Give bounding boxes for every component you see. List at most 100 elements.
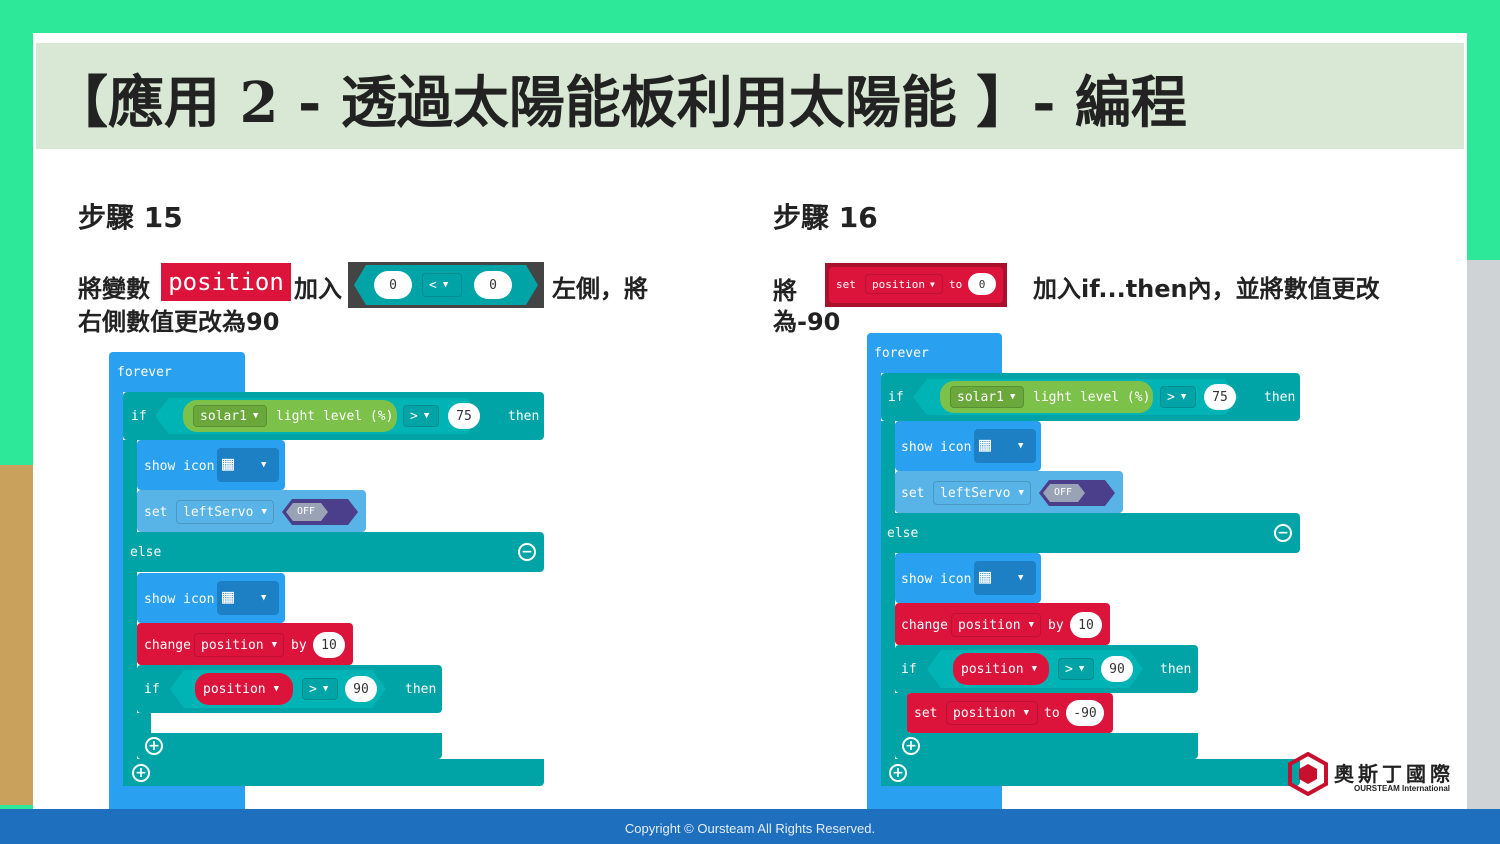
solar-dropdown[interactable]: solar1▼ bbox=[950, 386, 1024, 408]
cube-logo-icon bbox=[1288, 751, 1328, 797]
step15-text-1: 將變數 bbox=[78, 275, 150, 303]
change-label: change bbox=[901, 618, 948, 633]
chevron-down-icon: ▼ bbox=[261, 593, 267, 603]
then-label: then bbox=[1160, 662, 1192, 677]
step15-text-line2: 右側數值更改為90 bbox=[78, 308, 280, 336]
else-label: else bbox=[887, 526, 919, 541]
set-label: set bbox=[914, 706, 938, 721]
value-10[interactable]: 10 bbox=[313, 632, 345, 658]
position-dropdown[interactable]: position▼ bbox=[946, 701, 1038, 725]
icon-picker-heart[interactable] bbox=[974, 429, 1036, 463]
value-neg90[interactable]: -90 bbox=[1066, 700, 1104, 726]
if-label: if bbox=[888, 390, 904, 405]
step15-text-2: 加入 bbox=[294, 275, 342, 303]
remove-else-icon[interactable]: − bbox=[1274, 524, 1292, 542]
add-else-icon[interactable]: + bbox=[132, 764, 150, 782]
value-90[interactable]: 90 bbox=[345, 676, 377, 702]
icon-picker-small-heart[interactable] bbox=[974, 561, 1036, 595]
company-logo: 奧斯丁國際 OURSTEAM International bbox=[1286, 751, 1450, 800]
set-label: set bbox=[144, 505, 168, 520]
position-dropdown: position▼ bbox=[865, 274, 943, 294]
value-10[interactable]: 10 bbox=[1070, 612, 1102, 638]
value-90[interactable]: 90 bbox=[1101, 656, 1133, 682]
add-else-icon[interactable]: + bbox=[889, 764, 907, 782]
variable-chip-position: position bbox=[161, 263, 291, 301]
forever-bottom bbox=[109, 786, 245, 810]
gt-dropdown[interactable]: >▼ bbox=[1058, 658, 1094, 680]
step15-heading: 步驟 15 bbox=[78, 201, 183, 234]
forever-bottom bbox=[867, 786, 1002, 810]
servo-dropdown[interactable]: leftServo▼ bbox=[933, 481, 1031, 505]
chevron-down-icon: ▼ bbox=[1018, 573, 1024, 583]
show-icon-label: show icon bbox=[144, 592, 215, 607]
set-label: set bbox=[901, 486, 925, 501]
then-label: then bbox=[1264, 390, 1296, 405]
heart-icon: ▦ bbox=[222, 451, 235, 475]
compare-left-value: 0 bbox=[374, 271, 412, 299]
add-else-icon[interactable]: + bbox=[145, 737, 163, 755]
if-bottom bbox=[123, 759, 544, 786]
gt-dropdown[interactable]: >▼ bbox=[1160, 386, 1196, 408]
gt-dropdown[interactable]: >▼ bbox=[302, 678, 338, 700]
step16-text-2: 加入if...then內，並將數值更改 bbox=[1033, 275, 1380, 303]
set-label: set bbox=[836, 278, 856, 291]
title-bar bbox=[36, 43, 1464, 149]
value-75[interactable]: 75 bbox=[1204, 384, 1236, 410]
position-reporter[interactable]: position▼ bbox=[195, 673, 293, 705]
off-knob bbox=[286, 503, 328, 521]
small-heart-icon: ▦ bbox=[222, 584, 235, 608]
else-label: else bbox=[130, 545, 162, 560]
footer-bar bbox=[0, 809, 1500, 844]
inner-if-bottom bbox=[895, 733, 1198, 759]
position-dropdown[interactable]: position▼ bbox=[951, 613, 1041, 637]
gt-dropdown[interactable]: >▼ bbox=[403, 405, 439, 427]
position-reporter[interactable]: position▼ bbox=[953, 653, 1049, 685]
if-label: if bbox=[901, 662, 917, 677]
inner-if-rail bbox=[137, 713, 151, 733]
step16-text-line2: 為-90 bbox=[773, 308, 841, 336]
icon-picker-heart[interactable] bbox=[217, 448, 279, 482]
forever-block bbox=[867, 333, 1002, 373]
forever-block bbox=[109, 352, 245, 392]
if-left-rail bbox=[123, 440, 137, 786]
compare-block-preview: 0 <▼ 0 bbox=[348, 262, 544, 308]
forever-left-rail bbox=[109, 392, 123, 812]
light-level-label: light level (%) bbox=[1033, 390, 1151, 405]
if-label: if bbox=[144, 682, 160, 697]
small-heart-icon: ▦ bbox=[979, 564, 992, 588]
by-label: by bbox=[1048, 618, 1064, 633]
slide-title: 【應用 2 - 透過太陽能板利用太陽能 】- 編程 bbox=[52, 70, 1187, 136]
show-icon-label: show icon bbox=[144, 459, 215, 474]
inner-if-rail bbox=[895, 693, 909, 733]
logo-name: 奧斯丁國際 bbox=[1334, 762, 1454, 786]
heart-icon: ▦ bbox=[979, 432, 992, 456]
set-block-preview: set position▼ to 0 bbox=[825, 263, 1007, 307]
solar-dropdown[interactable]: solar1▼ bbox=[193, 405, 267, 427]
else-bar bbox=[881, 513, 1300, 553]
forever-label: forever bbox=[874, 346, 929, 361]
forever-left-rail bbox=[867, 373, 881, 813]
chevron-down-icon: ▼ bbox=[1018, 441, 1024, 451]
off-label: OFF bbox=[297, 506, 316, 517]
off-label: OFF bbox=[1054, 487, 1073, 498]
icon-picker-small-heart[interactable] bbox=[217, 581, 279, 615]
add-else-icon[interactable]: + bbox=[902, 737, 920, 755]
else-bar bbox=[123, 532, 544, 572]
set-value: 0 bbox=[968, 273, 996, 295]
compare-right-value: 0 bbox=[474, 271, 512, 299]
to-label: to bbox=[949, 278, 963, 291]
off-knob bbox=[1043, 484, 1085, 502]
value-75[interactable]: 75 bbox=[448, 403, 480, 429]
compare-op-dropdown: <▼ bbox=[422, 273, 462, 297]
if-left-rail bbox=[881, 421, 895, 786]
inner-if-bottom bbox=[137, 733, 442, 759]
servo-dropdown[interactable]: leftServo▼ bbox=[176, 500, 274, 524]
logo-sub: OURSTEAM International bbox=[1354, 784, 1451, 793]
if-label: if bbox=[131, 409, 147, 424]
position-dropdown[interactable]: position▼ bbox=[194, 633, 284, 657]
to-label: to bbox=[1044, 706, 1060, 721]
step15-text-3: 左側，將 bbox=[552, 275, 648, 303]
forever-label: forever bbox=[117, 365, 172, 380]
remove-else-icon[interactable]: − bbox=[518, 543, 536, 561]
show-icon-label: show icon bbox=[901, 440, 972, 455]
